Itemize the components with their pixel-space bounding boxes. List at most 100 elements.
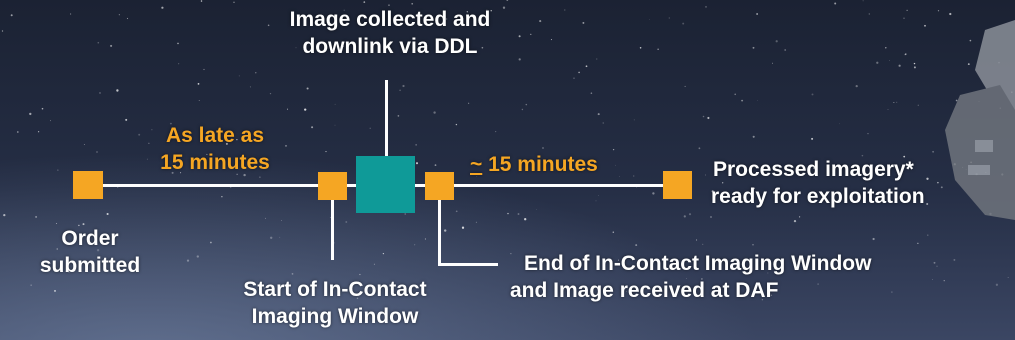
star (793, 219, 797, 223)
star (657, 48, 659, 50)
star (564, 9, 566, 11)
star (525, 103, 528, 106)
end-window-label: End of In-Contact Imaging Window and Ima… (510, 250, 1010, 304)
star (178, 63, 180, 65)
star (887, 109, 889, 110)
star (855, 84, 858, 88)
star (612, 231, 615, 233)
star (676, 285, 678, 287)
star (110, 44, 113, 47)
star (169, 122, 172, 125)
star (688, 213, 692, 216)
star (612, 148, 615, 151)
image-collected-label-line1: Image collected and (289, 8, 491, 31)
star (639, 47, 642, 49)
star (236, 173, 238, 175)
star (817, 283, 819, 285)
star (652, 192, 655, 195)
star (936, 265, 938, 267)
star (889, 60, 890, 61)
star (903, 155, 906, 158)
star (753, 187, 755, 190)
star (306, 87, 309, 90)
star (861, 154, 864, 157)
image-collected-marker (356, 156, 415, 213)
star (306, 286, 309, 289)
star (903, 17, 905, 19)
star (263, 287, 265, 289)
star (291, 273, 294, 275)
star (74, 238, 76, 241)
processed-label-line2: ready for exploitation (711, 185, 925, 208)
star (200, 0, 203, 2)
image-collected-label-line2: downlink via DDL (302, 35, 478, 58)
star (626, 291, 627, 292)
star (388, 4, 390, 6)
star (1, 30, 4, 32)
star (240, 156, 242, 158)
star (466, 11, 468, 13)
star (582, 21, 585, 24)
star (341, 45, 344, 48)
start-window-label-line1: Start of In-Contact (243, 278, 427, 301)
star (369, 127, 371, 129)
star (243, 173, 246, 177)
as-late-label-line1: As late as (165, 124, 265, 147)
star (68, 271, 70, 273)
star (876, 61, 879, 64)
order-label-line2: submitted (39, 254, 141, 277)
star (539, 20, 542, 23)
star (702, 243, 704, 246)
star (210, 241, 212, 244)
star (811, 137, 814, 140)
star (37, 131, 40, 133)
star (269, 92, 272, 95)
star (913, 62, 916, 65)
star (125, 118, 128, 121)
star (486, 9, 488, 11)
star (148, 142, 150, 144)
star (709, 215, 713, 219)
star (221, 196, 223, 198)
star (1007, 277, 1009, 278)
star (481, 46, 484, 49)
star (932, 279, 933, 280)
star (585, 65, 588, 68)
end-window-marker (425, 172, 454, 200)
connector-end-window-horizontal (438, 263, 498, 266)
star (304, 108, 307, 111)
connector-image-collected (385, 80, 388, 156)
star (839, 123, 840, 125)
star (197, 83, 200, 85)
star (434, 164, 437, 166)
star (236, 138, 238, 141)
star (741, 99, 744, 102)
star (57, 169, 59, 171)
star (255, 72, 257, 74)
star (949, 12, 952, 16)
star (233, 1, 235, 3)
star (917, 242, 919, 244)
star (798, 216, 801, 218)
star (955, 99, 958, 102)
star (97, 41, 100, 44)
star (82, 223, 85, 226)
star (180, 172, 182, 174)
star (295, 47, 297, 49)
star (186, 259, 190, 262)
star (937, 10, 940, 12)
order-label-line1: Order (61, 227, 119, 250)
star (325, 151, 327, 153)
order-label: Order submitted (15, 225, 165, 279)
star (770, 294, 773, 296)
processed-label-line1: Processed imagery* (713, 158, 914, 181)
star (668, 17, 670, 19)
star (279, 236, 281, 238)
star (698, 147, 701, 150)
star (238, 75, 240, 77)
star (475, 221, 477, 223)
star (334, 103, 336, 105)
star (56, 222, 58, 224)
approx-symbol: ~ (470, 153, 483, 176)
